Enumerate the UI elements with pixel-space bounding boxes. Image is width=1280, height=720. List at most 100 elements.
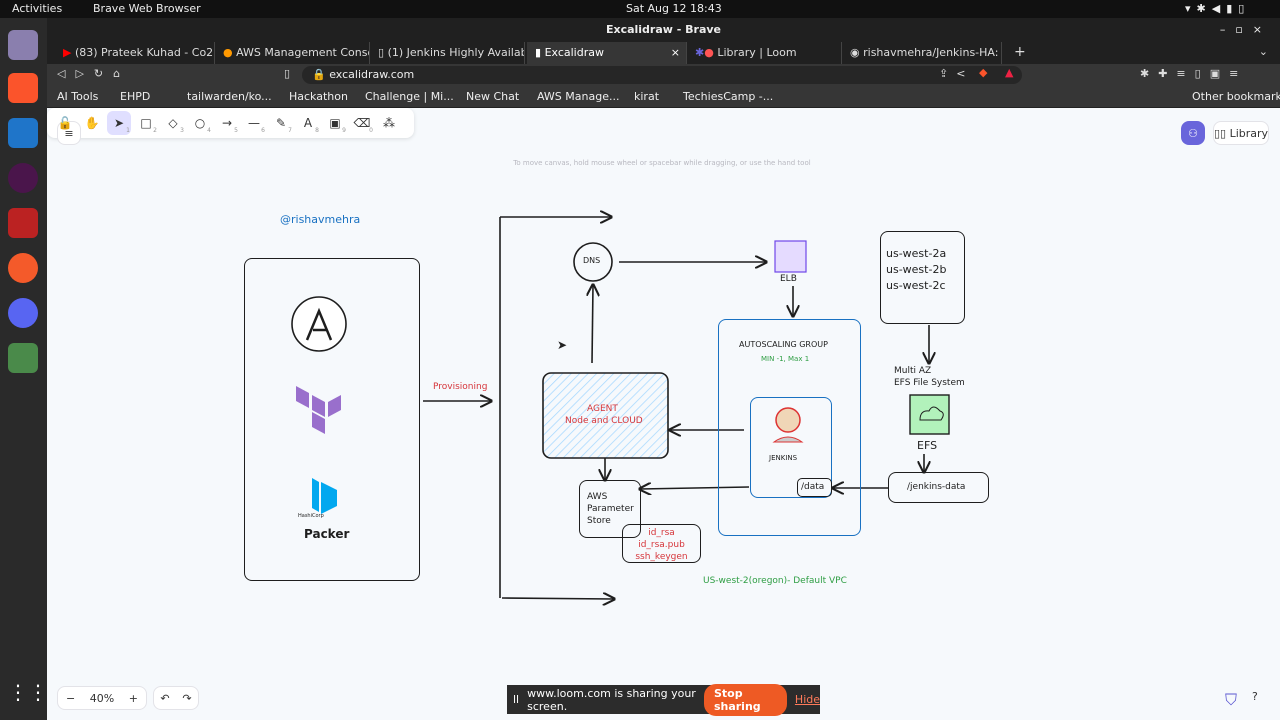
tool-ellipse[interactable]: ○4 bbox=[188, 111, 212, 135]
agent-label: AGENT bbox=[587, 404, 618, 414]
tool-shapes[interactable]: ⁂ bbox=[377, 111, 401, 135]
window-controls[interactable]: –▫× bbox=[1219, 23, 1272, 36]
tab-youtube[interactable]: ▶ (83) Prateek Kuhad - Co2 (Offi bbox=[55, 42, 215, 64]
app-grid-icon[interactable]: ⋮⋮ bbox=[8, 680, 48, 704]
collaborate-button[interactable]: ⚇ bbox=[1181, 121, 1205, 145]
library-button[interactable]: ▯▯ Library bbox=[1213, 121, 1269, 145]
tab-jenkins[interactable]: ▯ (1) Jenkins Highly Available S bbox=[370, 42, 525, 64]
tool-eraser[interactable]: ⌫0 bbox=[350, 111, 374, 135]
shortcut-key: 3 bbox=[180, 127, 184, 134]
files-icon[interactable] bbox=[8, 30, 38, 60]
bookmark[interactable]: kirat bbox=[634, 90, 660, 103]
tool-lock[interactable]: 🔓 bbox=[53, 111, 77, 135]
jenkins-data-label: /jenkins-data bbox=[907, 482, 966, 492]
jenkins-box[interactable] bbox=[750, 397, 832, 498]
bookmark[interactable]: tailwarden/ko... bbox=[187, 90, 272, 103]
bookmark[interactable]: AWS Manage... bbox=[537, 90, 620, 103]
tab-strip: ▶ (83) Prateek Kuhad - Co2 (Offi ● AWS M… bbox=[47, 42, 1280, 64]
bookmark[interactable]: EHPD bbox=[120, 90, 151, 103]
navigation-bar: ◁▷↻⌂ ▯ 🔒 excalidraw.com ⇪< ◆ ▲ ✱✚≡▯▣≡ bbox=[47, 64, 1280, 86]
tab-list-icon[interactable]: ⌄ bbox=[1258, 45, 1268, 58]
window-title-text: Excalidraw - Brave bbox=[605, 23, 722, 36]
data-volume-box[interactable]: /data bbox=[797, 478, 832, 497]
diamond-icon: ◇ bbox=[168, 116, 178, 130]
hide-button[interactable]: Hide bbox=[794, 693, 820, 706]
share-icon[interactable]: ⇪< bbox=[939, 67, 974, 80]
tool-image[interactable]: ▣9 bbox=[323, 111, 347, 135]
tab-github[interactable]: ◉ rishavmehra/Jenkins-HA: Jen bbox=[842, 42, 1002, 64]
share-message: www.loom.com is sharing your screen. bbox=[527, 686, 696, 713]
menu-button[interactable]: ≡ bbox=[57, 121, 81, 145]
jenkins-data-box[interactable]: /jenkins-data bbox=[888, 472, 989, 503]
tab-aws[interactable]: ● AWS Management Console bbox=[215, 42, 370, 64]
redo-button[interactable]: ↷ bbox=[182, 691, 192, 705]
nav-buttons[interactable]: ◁▷↻⌂ bbox=[57, 67, 131, 80]
shapes-icon: ⁂ bbox=[383, 116, 395, 130]
address-bar[interactable]: 🔒 excalidraw.com bbox=[302, 66, 1022, 84]
agent-sub-label: Node and CLOUD bbox=[565, 416, 643, 426]
vscode-icon[interactable] bbox=[8, 118, 38, 148]
data-label: /data bbox=[801, 482, 825, 492]
zoom-controls: −40% + bbox=[57, 686, 147, 710]
trash-icon[interactable] bbox=[8, 343, 38, 373]
tool-arrow[interactable]: →5 bbox=[215, 111, 239, 135]
other-bookmarks[interactable]: Other bookmarks bbox=[1192, 90, 1280, 103]
zoom-in-button[interactable]: + bbox=[128, 691, 138, 705]
shield-icon[interactable]: ⛉ bbox=[1225, 690, 1238, 709]
terminal-icon[interactable] bbox=[8, 208, 38, 238]
shortcut-key: 1 bbox=[126, 127, 130, 134]
tool-line[interactable]: —6 bbox=[242, 111, 266, 135]
arrow bbox=[501, 598, 614, 599]
tab-loom[interactable]: ✱● Library | Loom bbox=[687, 42, 842, 64]
help-icon[interactable]: ? bbox=[1252, 690, 1258, 703]
rectangle-icon: □ bbox=[140, 116, 152, 130]
new-tab-button[interactable]: + bbox=[1014, 44, 1026, 60]
tool-hand[interactable]: ✋ bbox=[80, 111, 104, 135]
bookmark-icon[interactable]: ▯ bbox=[284, 67, 291, 80]
bookmark[interactable]: New Chat bbox=[466, 90, 520, 103]
packer-logo bbox=[312, 478, 337, 514]
packer-brand: HashiCorp bbox=[298, 513, 324, 519]
zoom-level[interactable]: 40% bbox=[89, 691, 115, 705]
clock[interactable]: Sat Aug 12 18:43 bbox=[626, 2, 722, 15]
bookmark[interactable]: Hackathon bbox=[289, 90, 348, 103]
bookmark[interactable]: Challenge | Mi... bbox=[365, 90, 454, 103]
tool-diamond[interactable]: ◇3 bbox=[161, 111, 185, 135]
tool-pointer[interactable]: ➤1 bbox=[107, 111, 131, 135]
tool-pencil[interactable]: ✎7 bbox=[269, 111, 293, 135]
text-icon: A bbox=[303, 116, 313, 130]
tab-label: Excalidraw bbox=[544, 46, 604, 59]
zoom-out-button[interactable]: − bbox=[66, 691, 76, 705]
activities-button[interactable]: Activities bbox=[12, 2, 63, 15]
status-icons[interactable]: ▾✱◀▮▯ bbox=[1185, 2, 1251, 15]
store-line: AWS bbox=[587, 492, 608, 502]
multi-az-label: Multi AZ bbox=[894, 366, 932, 376]
tool-rectangle[interactable]: □2 bbox=[134, 111, 158, 135]
close-tab-icon[interactable]: × bbox=[670, 46, 680, 59]
slack-icon[interactable] bbox=[8, 163, 38, 193]
postman-icon[interactable] bbox=[8, 253, 38, 283]
brave-shields-icon[interactable]: ◆ bbox=[979, 66, 988, 79]
eraser-icon: ⌫ bbox=[353, 116, 371, 130]
tab-excalidraw[interactable]: ▮ Excalidraw× bbox=[527, 42, 687, 64]
mouse-cursor: ➤ bbox=[557, 338, 568, 352]
brave-rewards-icon[interactable]: ▲ bbox=[1005, 66, 1014, 79]
elb-label: ELB bbox=[780, 274, 797, 284]
provisioning-tools-box[interactable] bbox=[244, 258, 420, 581]
extensions-icons[interactable]: ✱✚≡▯▣≡ bbox=[1140, 67, 1248, 80]
autoscaling-group-box[interactable] bbox=[718, 319, 861, 536]
stop-sharing-button[interactable]: Stop sharing bbox=[703, 683, 787, 716]
bookmark[interactable]: AI Tools bbox=[57, 90, 99, 103]
undo-button[interactable]: ↶ bbox=[160, 691, 170, 705]
bookmark[interactable]: TechiesCamp -... bbox=[683, 90, 774, 103]
pause-icon[interactable]: ll bbox=[513, 693, 520, 706]
discord-icon[interactable] bbox=[8, 298, 38, 328]
asg-size-label: MIN -1, Max 1 bbox=[761, 355, 810, 363]
line-icon: — bbox=[248, 116, 260, 130]
brave-icon[interactable] bbox=[8, 73, 38, 103]
